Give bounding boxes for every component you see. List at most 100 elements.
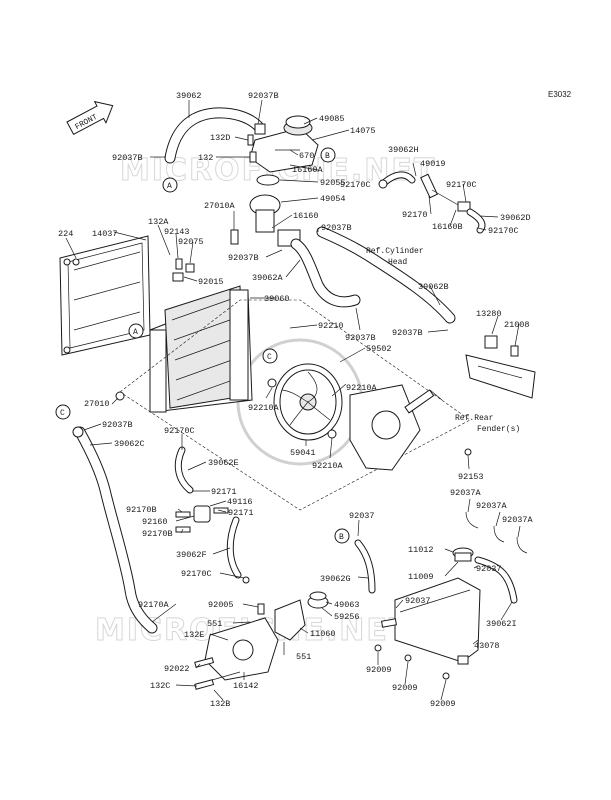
part-label: 92022 bbox=[164, 664, 190, 674]
part-label: 39062C bbox=[114, 439, 145, 449]
bolt-92009-b bbox=[404, 654, 412, 662]
part-label: 59502 bbox=[366, 344, 392, 354]
part-label: 132C bbox=[150, 681, 170, 691]
o-ring-92055 bbox=[256, 174, 280, 186]
part-label: 49019 bbox=[420, 159, 446, 169]
svg-text:A: A bbox=[167, 182, 172, 191]
part-label: 92037A bbox=[450, 488, 482, 498]
part-label: 92009 bbox=[430, 699, 456, 709]
svg-text:Fender(s): Fender(s) bbox=[477, 425, 520, 434]
clamp-92170C bbox=[242, 576, 250, 584]
part-label: 92210A bbox=[346, 383, 378, 393]
ref-marker-C-left: C bbox=[55, 404, 71, 420]
hose-39062I bbox=[474, 556, 518, 604]
pump-pipe-11060 bbox=[274, 599, 306, 641]
radiator-39060 bbox=[149, 285, 253, 413]
bolt-92210A-a bbox=[267, 378, 277, 388]
ref-marker-B-right: B bbox=[334, 528, 350, 544]
assembly-outline bbox=[119, 299, 471, 511]
part-label: 49054 bbox=[320, 194, 346, 204]
tank-cap-11012 bbox=[452, 547, 474, 562]
part-label: 92171 bbox=[211, 487, 237, 497]
impeller-59256 bbox=[307, 591, 329, 609]
note-ref-rear-fender: Ref.Rear Fender(s) bbox=[455, 414, 520, 434]
part-label: 39062D bbox=[500, 213, 531, 223]
part-label: 39062G bbox=[320, 574, 351, 584]
part-label: 39060 bbox=[264, 294, 290, 304]
bolt-92143 bbox=[175, 258, 183, 270]
svg-text:C: C bbox=[60, 409, 65, 418]
fan-59502 bbox=[273, 363, 343, 441]
part-label: 92170C bbox=[181, 569, 212, 579]
grommet-92015 bbox=[172, 272, 184, 282]
part-label: 92170 bbox=[402, 210, 428, 220]
reserve-tank-43078 bbox=[381, 577, 481, 665]
part-label: 21008 bbox=[504, 320, 530, 330]
part-label: 92005 bbox=[208, 600, 234, 610]
part-label: 551 bbox=[296, 652, 311, 662]
part-label: 92075 bbox=[178, 237, 204, 247]
part-label: 92170B bbox=[142, 529, 173, 539]
hose-39062B bbox=[316, 226, 456, 324]
part-label: 16160A bbox=[292, 165, 324, 175]
bolt-92009-c bbox=[442, 672, 450, 680]
bolt-132D bbox=[247, 134, 254, 146]
hose-39062H bbox=[378, 171, 416, 189]
part-label: 59256 bbox=[334, 612, 360, 622]
hose-39062C bbox=[72, 426, 158, 634]
part-label: 11009 bbox=[408, 572, 434, 582]
thermostat-housing bbox=[249, 115, 319, 173]
part-label: 92015 bbox=[198, 277, 224, 287]
sensor-27010A bbox=[230, 229, 239, 245]
part-label: 92210A bbox=[248, 403, 280, 413]
ref-marker-C-mid: C bbox=[262, 348, 278, 364]
part-label: 92170C bbox=[446, 180, 477, 190]
part-label: 92170A bbox=[138, 600, 170, 610]
part-label: 92037 bbox=[405, 596, 431, 606]
part-labels: 39062 92037B 49085 14075 132D 132 670 16… bbox=[58, 91, 534, 709]
part-label: 43078 bbox=[474, 641, 500, 651]
part-label: 39062I bbox=[486, 619, 517, 629]
bolt-92005 bbox=[257, 603, 265, 615]
clamps-92037A bbox=[465, 511, 528, 554]
part-label: 92170C bbox=[340, 180, 371, 190]
part-label: 39062B bbox=[418, 282, 449, 292]
part-label: 132 bbox=[198, 153, 213, 163]
part-label: 49116 bbox=[227, 497, 253, 507]
part-label: 92170C bbox=[488, 226, 519, 236]
bolt-132 bbox=[249, 151, 257, 163]
water-pump-cover bbox=[194, 617, 279, 690]
part-label: 49085 bbox=[319, 114, 345, 124]
hose-39062D bbox=[466, 208, 486, 234]
part-label: 92037B bbox=[102, 420, 133, 430]
part-label: 132A bbox=[148, 217, 169, 227]
part-label: 670 bbox=[299, 151, 314, 161]
part-label: 92037B bbox=[228, 253, 259, 263]
bolt-224 bbox=[72, 258, 80, 266]
part-label: 92143 bbox=[164, 227, 190, 237]
part-label: 92171 bbox=[228, 508, 254, 518]
part-label: 92037B bbox=[345, 333, 376, 343]
leader-lines bbox=[65, 99, 521, 701]
part-label: 92037B bbox=[392, 328, 423, 338]
front-arrow-icon: FRONT bbox=[66, 100, 114, 136]
part-label: 11060 bbox=[310, 629, 336, 639]
part-label: 39062H bbox=[388, 145, 419, 155]
bolt-92210A-b bbox=[327, 429, 337, 439]
part-label: 13280 bbox=[476, 309, 502, 319]
ref-marker-A-mid: A bbox=[128, 323, 144, 339]
svg-text:B: B bbox=[339, 533, 344, 542]
svg-text:C: C bbox=[267, 353, 272, 362]
part-label: 14075 bbox=[350, 126, 376, 136]
part-label: 224 bbox=[58, 229, 73, 239]
collar-92075 bbox=[185, 263, 195, 273]
part-label: 49063 bbox=[334, 600, 360, 610]
part-label: 59041 bbox=[290, 448, 316, 458]
svg-text:B: B bbox=[325, 152, 330, 161]
part-label: 92170B bbox=[126, 505, 157, 515]
part-label: 27010A bbox=[204, 201, 236, 211]
part-label: 39062 bbox=[176, 91, 202, 101]
part-label: 92037A bbox=[502, 515, 534, 525]
